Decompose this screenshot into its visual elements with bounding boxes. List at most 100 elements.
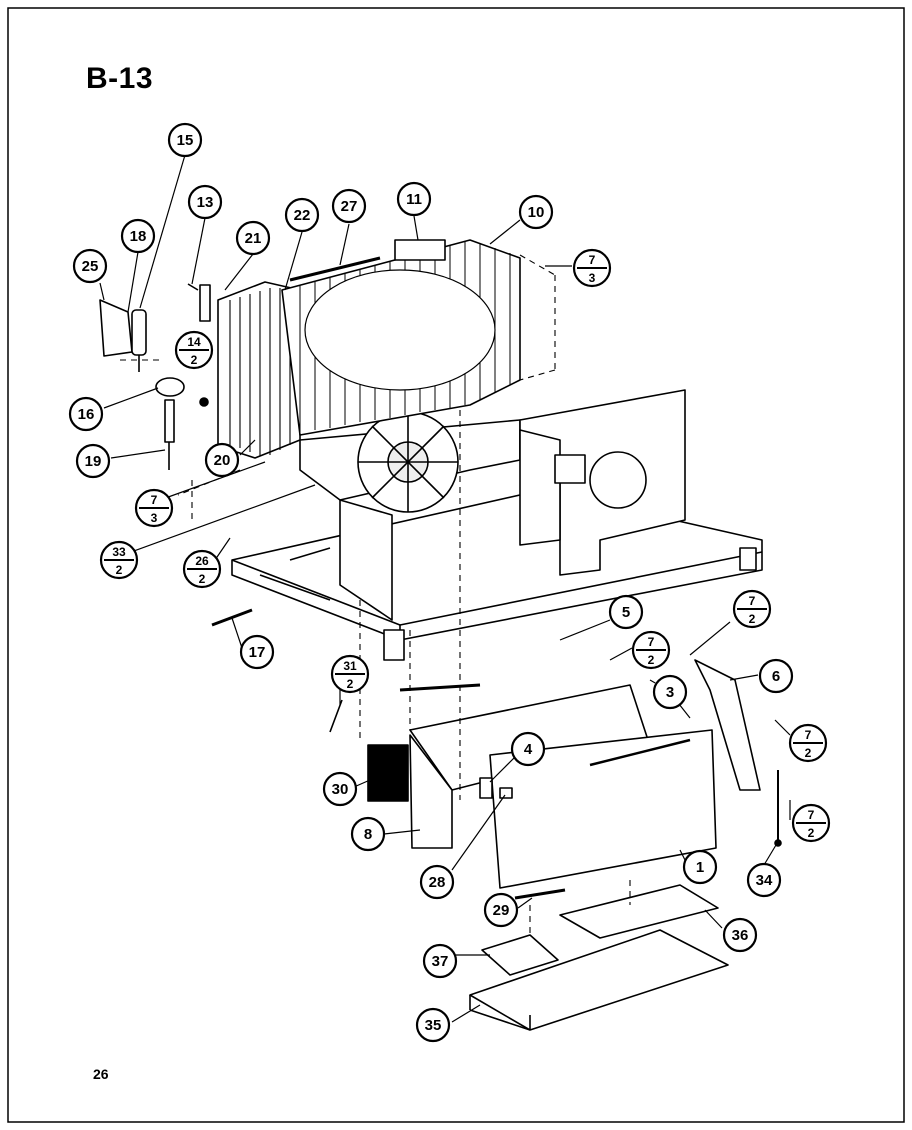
callout-25: 25 <box>72 248 108 284</box>
callout-circle <box>518 194 554 230</box>
fraction-top: 7 <box>151 493 158 507</box>
evaporator-coil-part <box>199 281 301 459</box>
fraction-top: 7 <box>589 253 596 267</box>
callout-circle <box>722 917 758 953</box>
callout-30: 30 <box>322 771 358 807</box>
fraction-bottom: 2 <box>347 677 354 691</box>
callout-circle <box>72 248 108 284</box>
callout-label: 1 <box>696 859 704 876</box>
callout-28: 28 <box>419 864 455 900</box>
callout-36: 36 <box>722 917 758 953</box>
callout-circle <box>167 122 203 158</box>
fraction-callout-7-2: 72 <box>791 803 831 843</box>
callout-27: 27 <box>331 188 367 224</box>
callout-circle <box>331 188 367 224</box>
callout-circle <box>350 816 386 852</box>
side-bracket-part <box>694 659 761 791</box>
callout-3: 3 <box>652 674 688 710</box>
callout-circle <box>682 849 718 885</box>
callout-8: 8 <box>350 816 386 852</box>
callout-13: 13 <box>187 184 223 220</box>
callout-label: 4 <box>524 741 533 758</box>
callout-circle <box>415 1007 451 1043</box>
callout-label: 17 <box>249 644 266 661</box>
callout-15: 15 <box>167 122 203 158</box>
thermostat-parts <box>99 283 209 470</box>
callout-6: 6 <box>758 658 794 694</box>
fraction-bottom: 2 <box>805 746 812 760</box>
fraction-bottom: 2 <box>191 353 198 367</box>
callout-label: 11 <box>406 191 422 208</box>
fraction-top: 33 <box>112 545 126 559</box>
callout-circle <box>746 862 782 898</box>
callout-circle <box>483 892 519 928</box>
callout-circle <box>75 443 111 479</box>
fraction-bottom: 3 <box>589 271 596 285</box>
callout-circle <box>419 864 455 900</box>
callout-19: 19 <box>75 443 111 479</box>
fraction-callout-7-3: 73 <box>134 488 174 528</box>
fraction-top: 7 <box>749 594 756 608</box>
fraction-bottom: 2 <box>116 563 123 577</box>
page-number: 26 <box>93 1066 109 1082</box>
callout-label: 15 <box>177 132 194 149</box>
callout-label: 36 <box>732 927 749 944</box>
callout-circle <box>608 594 644 630</box>
fraction-callout-31-2: 312 <box>330 654 370 694</box>
callout-circle <box>187 184 223 220</box>
callout-37: 37 <box>422 943 458 979</box>
callout-label: 6 <box>772 668 780 685</box>
callout-label: 16 <box>78 406 95 423</box>
fraction-callout-7-3: 73 <box>572 248 612 288</box>
fraction-bottom: 3 <box>151 511 158 525</box>
callout-label: 29 <box>493 902 510 919</box>
fraction-callout-7-2: 72 <box>788 723 828 763</box>
callout-label: 5 <box>622 604 630 621</box>
fraction-top: 26 <box>195 554 209 568</box>
callout-20: 20 <box>204 442 240 478</box>
diagram-title: B-13 <box>86 62 154 95</box>
callout-label: 20 <box>214 452 231 469</box>
callout-circle <box>120 218 156 254</box>
callout-circle <box>68 396 104 432</box>
callout-circle <box>204 442 240 478</box>
callout-label: 28 <box>429 874 446 891</box>
callout-29: 29 <box>483 892 519 928</box>
callout-34: 34 <box>746 862 782 898</box>
callout-label: 34 <box>756 872 773 889</box>
callout-label: 13 <box>197 194 214 211</box>
fraction-callout-14-2: 142 <box>174 330 214 370</box>
callout-label: 21 <box>245 230 262 247</box>
fraction-callout-7-2: 72 <box>631 630 671 670</box>
callout-label: 3 <box>666 684 674 701</box>
callout-circle <box>422 943 458 979</box>
line-art <box>99 154 791 1031</box>
callout-label: 18 <box>130 228 147 245</box>
callout-label: 8 <box>364 826 372 843</box>
callout-35: 35 <box>415 1007 451 1043</box>
callout-21: 21 <box>235 220 271 256</box>
fraction-bottom: 2 <box>199 572 206 586</box>
callout-22: 22 <box>284 197 320 233</box>
callout-label: 25 <box>82 258 99 275</box>
callout-10: 10 <box>518 194 554 230</box>
callout-16: 16 <box>68 396 104 432</box>
callout-circle <box>396 181 432 217</box>
callout-label: 22 <box>294 207 311 224</box>
front-panel-parts <box>367 683 717 900</box>
callout-17: 17 <box>239 634 275 670</box>
callout-circle <box>510 731 546 767</box>
callout-label: 27 <box>341 198 358 215</box>
callout-label: 37 <box>432 953 449 970</box>
callout-circle <box>758 658 794 694</box>
callout-11: 11 <box>396 181 432 217</box>
callout-18: 18 <box>120 218 156 254</box>
fan-shroud-part <box>299 389 686 621</box>
callout-circle <box>239 634 275 670</box>
callout-4: 4 <box>510 731 546 767</box>
fraction-top: 31 <box>343 659 357 673</box>
